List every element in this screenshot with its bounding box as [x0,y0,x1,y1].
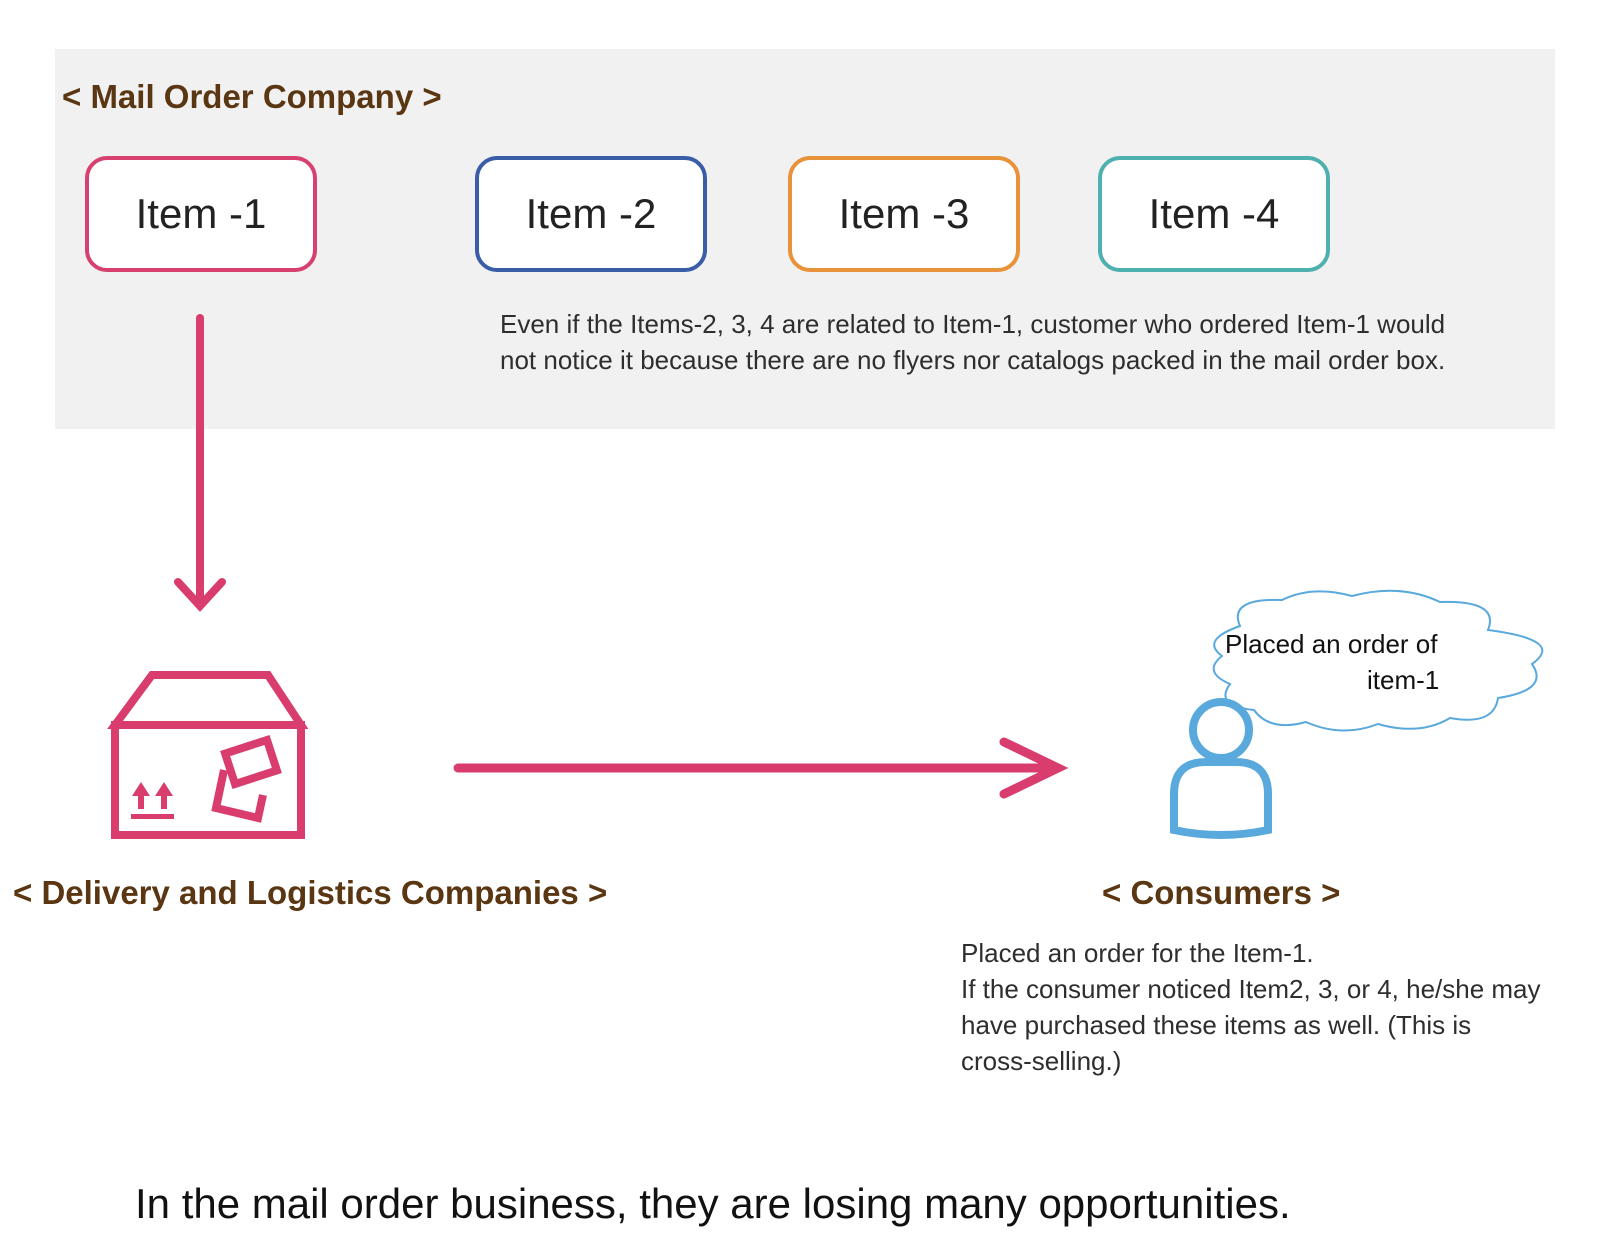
item-1-box: Item -1 [85,156,317,272]
company-note: Even if the Items-2, 3, 4 are related to… [500,306,1445,378]
person-icon [1170,698,1272,839]
consumers-description-line-2: If the consumer noticed Item2, 3, or 4, … [961,974,1541,1004]
item-2-label: Item -2 [525,190,657,237]
mail-order-company-title: < Mail Order Company > [62,78,442,115]
thought-cloud-text: Placed an order of item-1 [1225,626,1515,698]
consumers-description-line-3: have purchased these items as well. (Thi… [961,1010,1472,1040]
company-note-line-1: Even if the Items-2, 3, 4 are related to… [500,309,1446,339]
item-3-box: Item -3 [788,156,1020,272]
consumers-description-line-4: cross-selling.) [961,1046,1122,1076]
consumers-title: < Consumers > [1102,874,1341,911]
conclusion-text: In the mail order business, they are los… [135,1180,1291,1227]
delivery-title: < Delivery and Logistics Companies > [13,874,608,911]
item-1-label: Item -1 [135,190,267,237]
item-3-label: Item -3 [838,190,970,237]
thought-line-1: Placed an order of [1225,629,1438,659]
item-2-box: Item -2 [475,156,707,272]
item-4-label: Item -4 [1148,190,1280,237]
consumers-description: Placed an order for the Item-1. If the c… [961,935,1541,1079]
item-4-box: Item -4 [1098,156,1330,272]
thought-line-2: item-1 [1367,665,1440,695]
package-box-icon [107,671,309,839]
right-arrow [453,737,1069,799]
thought-cloud [1212,589,1544,732]
company-note-line-2: not notice it because there are no flyer… [500,345,1446,375]
consumers-description-line-1: Placed an order for the Item-1. [961,938,1314,968]
down-arrow [174,314,226,612]
